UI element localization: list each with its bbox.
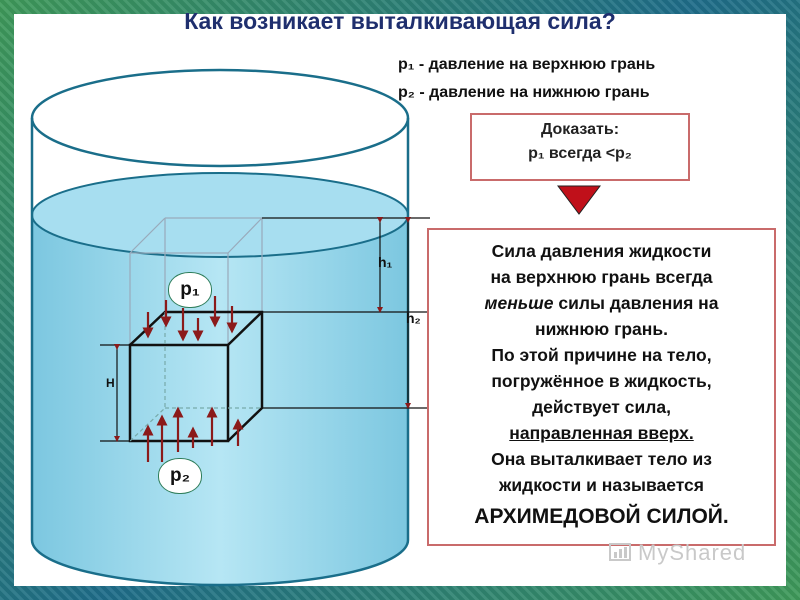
- legend-p2: p₂ - давление на нижнюю грань: [398, 84, 650, 102]
- explanation-line: направленная вверх.: [429, 420, 774, 446]
- watermark: MyShared: [610, 540, 746, 566]
- water: [32, 215, 408, 585]
- watermark-text: MyShared: [638, 540, 747, 565]
- p2-label: p₂: [158, 458, 202, 494]
- chart-icon: [609, 543, 631, 561]
- h1-label: h₁: [378, 254, 393, 270]
- explanation-line: нижнюю грань.: [535, 319, 668, 339]
- dimensions: [100, 217, 430, 442]
- underlined-phrase: направленная вверх.: [509, 423, 694, 443]
- legend-p2-symbol: p₂ -: [398, 84, 425, 101]
- cylinder-rim: [30, 68, 410, 168]
- legend-p2-text: давление на нижнюю грань: [429, 84, 650, 101]
- explanation-line: на верхнюю грань всегда: [490, 267, 713, 287]
- explanation-line: действует сила,: [532, 397, 671, 417]
- explanation-line: жидкости и называется: [498, 475, 704, 495]
- explanation-text: силы давления на: [553, 293, 719, 313]
- p1-label: p₁: [168, 272, 212, 308]
- explanation-line: погружённое в жидкость,: [491, 371, 712, 391]
- height-label: H: [106, 376, 115, 390]
- archimedes-force-label: АРХИМЕДОВОЙ СИЛОЙ.: [474, 505, 729, 528]
- prove-line-1: Доказать:: [540, 121, 620, 138]
- arrows-up: [142, 406, 244, 462]
- explanation-line: Сила давления жидкости: [491, 241, 712, 261]
- legend-p1: p₁ - давление на верхнюю грань: [398, 56, 655, 74]
- explanation-line: меньше силы давления на: [429, 290, 774, 316]
- legend-p1-text: давление на верхнюю грань: [428, 56, 656, 73]
- emphasis-word: меньше: [484, 293, 554, 313]
- prove-line-2: p₁ всегда <p₂: [528, 145, 632, 162]
- explanation-line: Она выталкивает тело из: [491, 449, 712, 469]
- arrows-down: [142, 296, 238, 342]
- legend-p1-symbol: p₁ -: [398, 56, 425, 73]
- page-title: Как возникает выталкивающая сила?: [184, 8, 616, 34]
- prove-box: Доказать: p₁ всегда <p₂: [470, 113, 690, 181]
- cylinder-bottom: [30, 539, 410, 587]
- water-surface: [31, 172, 409, 258]
- ghost-column: [129, 217, 263, 345]
- down-triangle-icon: [557, 185, 601, 215]
- explanation-line: По этой причине на тело,: [491, 345, 712, 365]
- h2-label: h₂: [406, 310, 421, 326]
- explanation-box: Сила давления жидкости на верхнюю грань …: [427, 228, 776, 546]
